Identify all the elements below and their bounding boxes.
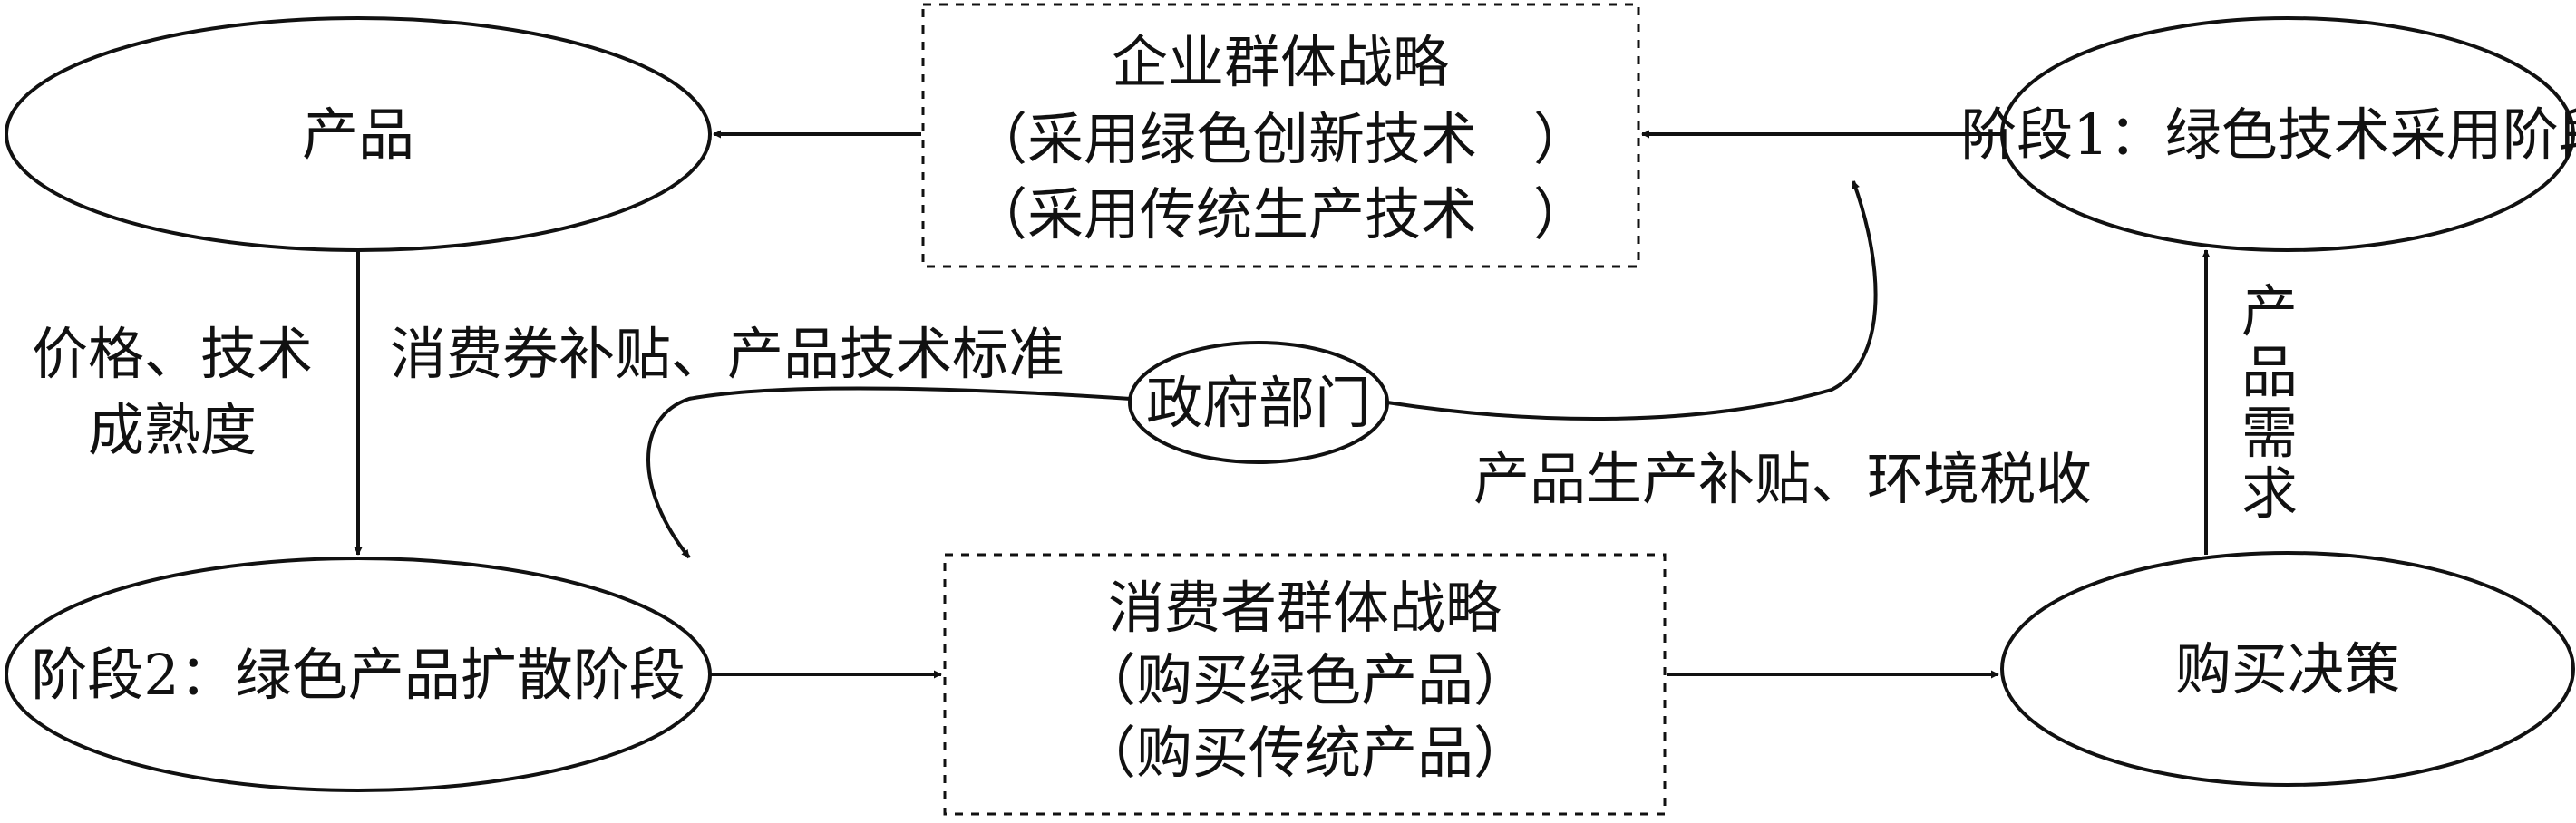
stage1-node (2000, 16, 2575, 252)
label-product-demand-2: 品 (2241, 339, 2298, 405)
consumer-strategy-title: 消费者群体战略 (1108, 575, 1502, 641)
product-node-label: 产品 (302, 102, 414, 168)
label-price-tech-line1: 价格、技术 (32, 321, 313, 387)
label-product-demand-3: 需 (2241, 400, 2298, 466)
consumer-strategy-option-traditional: （购买传统产品） (1080, 720, 1530, 786)
enterprise-strategy-option-green: （采用绿色创新技术 ） (971, 106, 1589, 172)
consumer-strategy-box (943, 553, 1667, 816)
enterprise-strategy-title: 企业群体战略 (1112, 29, 1449, 95)
arrow-government-to-stage1 (1386, 180, 1878, 421)
enterprise-strategy-option-traditional: （采用传统生产技术 ） (971, 181, 1589, 247)
label-price-tech-line2: 成熟度 (88, 397, 257, 463)
product-node (5, 16, 712, 252)
stage1-node-label: 阶段1：绿色技术采用阶段 (1960, 102, 2576, 168)
label-producer-policy: 产品生产补贴、环境税收 (1473, 446, 2092, 512)
purchase-node-label: 购买决策 (2175, 636, 2400, 702)
stage2-node-label: 阶段2：绿色产品扩散阶段 (31, 642, 685, 708)
government-node-label: 政府部门 (1146, 370, 1371, 436)
label-product-demand-1: 产 (2241, 278, 2298, 344)
stage2-node (5, 557, 712, 792)
label-product-demand-4: 求 (2241, 460, 2298, 527)
label-consumer-policy: 消费券补贴、产品技术标准 (390, 321, 1064, 387)
consumer-strategy-option-green: （购买绿色产品） (1080, 647, 1530, 713)
purchase-node (2000, 551, 2575, 787)
arrow-government-to-stage2 (646, 386, 1132, 559)
